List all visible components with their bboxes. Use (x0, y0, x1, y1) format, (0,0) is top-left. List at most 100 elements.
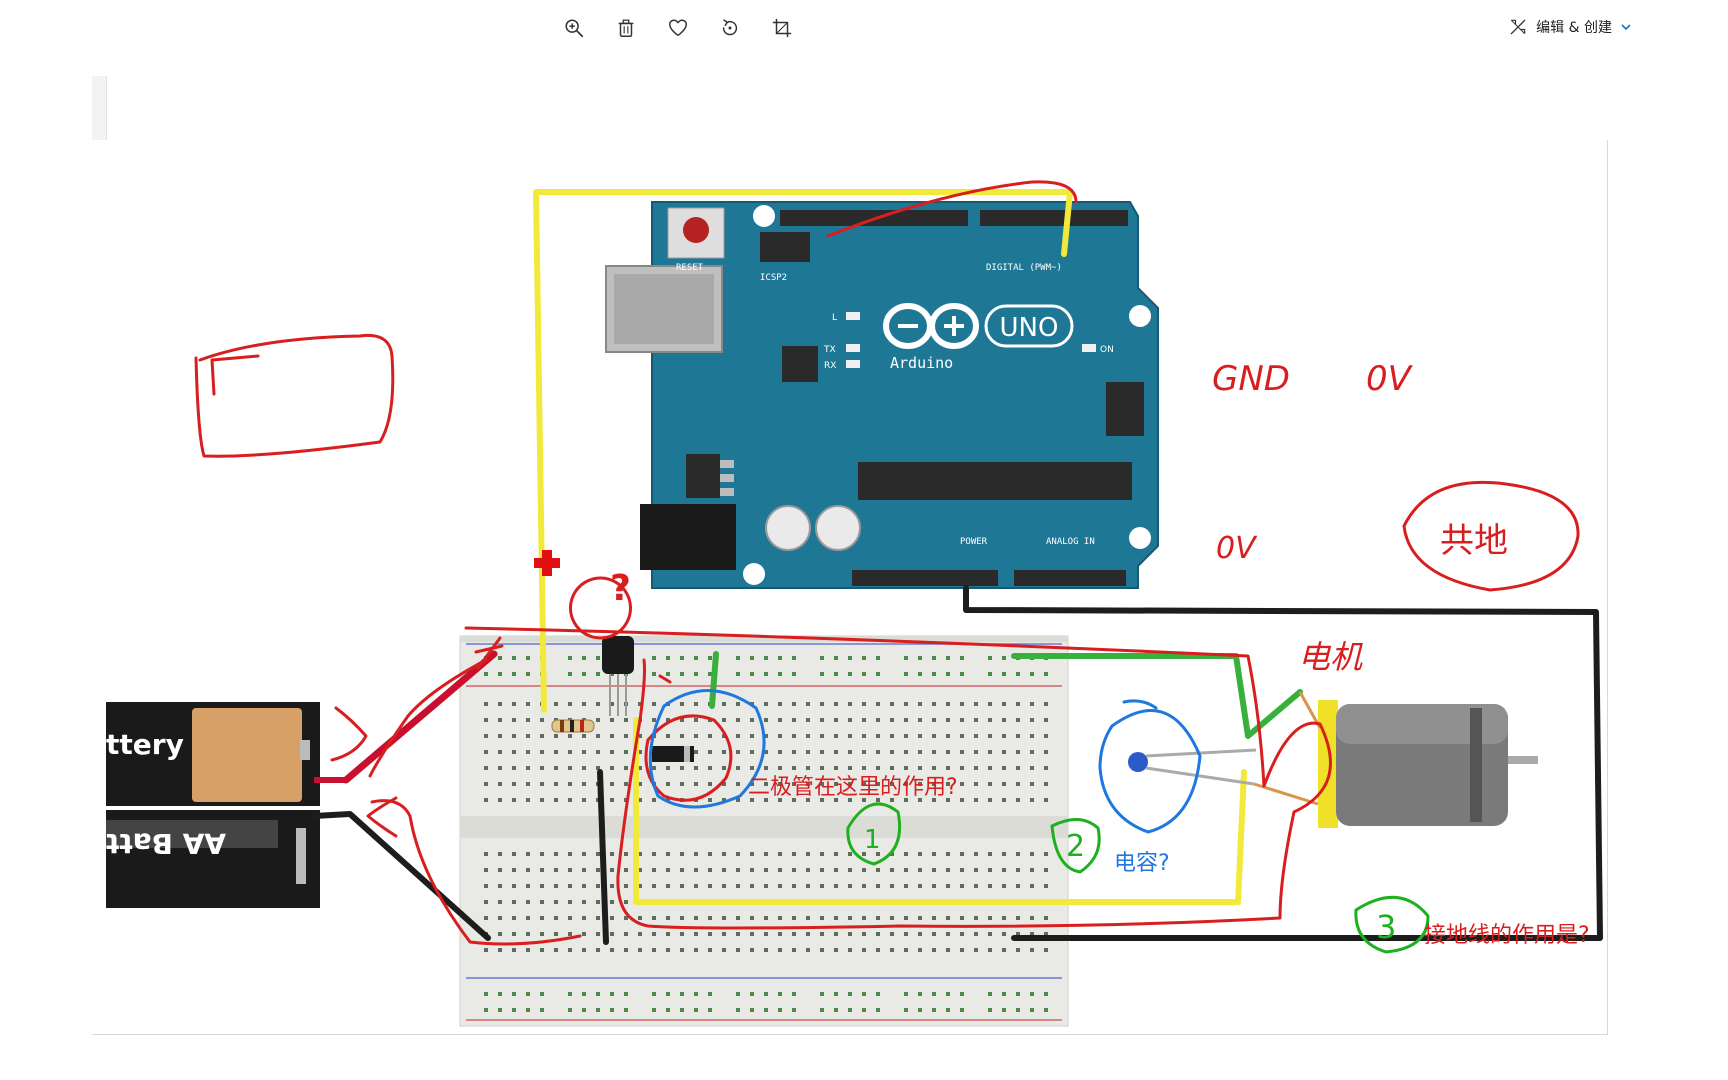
breadboard-hole (764, 782, 768, 786)
photo-border (92, 1034, 1608, 1035)
breadboard-hole (848, 932, 852, 936)
breadboard-hole (568, 766, 572, 770)
breadboard-hole (568, 782, 572, 786)
breadboard-hole (652, 766, 656, 770)
breadboard-hole (526, 766, 530, 770)
breadboard-hole (792, 766, 796, 770)
breadboard-hole (736, 852, 740, 856)
breadboard-hole (932, 1008, 936, 1012)
breadboard-hole (1016, 798, 1020, 802)
breadboard-hole (554, 782, 558, 786)
breadboard-hole (792, 798, 796, 802)
zoom-in-button[interactable] (554, 8, 594, 48)
breadboard-hole (932, 798, 936, 802)
breadboard-hole (680, 932, 684, 936)
breadboard-hole (554, 884, 558, 888)
breadboard-hole (946, 750, 950, 754)
reset-label: RESET (676, 263, 704, 273)
breadboard-hole (1044, 852, 1048, 856)
breadboard-hole (694, 702, 698, 706)
viewer-toolbar: 编辑 & 创建 (0, 0, 1728, 56)
breadboard-hole (820, 992, 824, 996)
breadboard-hole (708, 916, 712, 920)
breadboard-hole (918, 948, 922, 952)
breadboard-hole (624, 852, 628, 856)
breadboard-hole (498, 798, 502, 802)
breadboard-hole (820, 868, 824, 872)
breadboard-hole (512, 868, 516, 872)
breadboard-hole (596, 702, 600, 706)
breadboard-hole (876, 992, 880, 996)
breadboard-hole (764, 734, 768, 738)
breadboard-hole (736, 916, 740, 920)
breadboard-hole (624, 868, 628, 872)
rotate-button[interactable] (710, 8, 750, 48)
breadboard-hole (778, 766, 782, 770)
breadboard-hole (568, 868, 572, 872)
breadboard-hole (666, 766, 670, 770)
breadboard-hole (1044, 1008, 1048, 1012)
breadboard-hole (862, 702, 866, 706)
edit-create-button[interactable]: 编辑 & 创建 (1508, 12, 1632, 42)
breadboard-hole (596, 900, 600, 904)
breadboard-hole (778, 750, 782, 754)
breadboard-hole (652, 884, 656, 888)
breadboard-hole (1030, 884, 1034, 888)
breadboard-hole (764, 672, 768, 676)
breadboard-hole (1016, 868, 1020, 872)
breadboard-hole (904, 656, 908, 660)
breadboard-hole (526, 702, 530, 706)
breadboard-hole (1002, 868, 1006, 872)
breadboard-hole (946, 656, 950, 660)
breadboard-hole (904, 992, 908, 996)
breadboard-hole (582, 656, 586, 660)
favorite-button[interactable] (658, 8, 698, 48)
breadboard-hole (736, 1008, 740, 1012)
breadboard-hole (988, 852, 992, 856)
breadboard-hole (498, 900, 502, 904)
breadboard-hole (736, 734, 740, 738)
breadboard-hole (722, 718, 726, 722)
breadboard-hole (778, 798, 782, 802)
breadboard-hole (624, 782, 628, 786)
breadboard-hole (526, 718, 530, 722)
breadboard-hole (694, 916, 698, 920)
breadboard-hole (918, 782, 922, 786)
breadboard-hole (624, 884, 628, 888)
diode (652, 746, 694, 762)
breadboard-hole (1002, 1008, 1006, 1012)
breadboard-hole (596, 766, 600, 770)
breadboard-hole (540, 868, 544, 872)
breadboard-hole (596, 932, 600, 936)
crop-button[interactable] (762, 8, 802, 48)
breadboard-hole (638, 932, 642, 936)
breadboard-hole (596, 852, 600, 856)
breadboard-hole (582, 782, 586, 786)
breadboard-hole (764, 656, 768, 660)
breadboard-hole (946, 852, 950, 856)
breadboard-hole (946, 672, 950, 676)
breadboard-hole (778, 782, 782, 786)
breadboard-hole (498, 702, 502, 706)
breadboard-hole (918, 992, 922, 996)
breadboard-hole (848, 750, 852, 754)
breadboard-hole (666, 672, 670, 676)
delete-button[interactable] (606, 8, 646, 48)
breadboard-hole (694, 852, 698, 856)
breadboard-hole (610, 1008, 614, 1012)
breadboard-hole (1016, 852, 1020, 856)
breadboard-hole (904, 916, 908, 920)
breadboard-hole (652, 992, 656, 996)
breadboard-hole (638, 766, 642, 770)
breadboard-hole (932, 992, 936, 996)
breadboard-hole (834, 884, 838, 888)
breadboard-hole (764, 702, 768, 706)
breadboard-hole (582, 734, 586, 738)
breadboard-hole (890, 948, 894, 952)
breadboard-hole (610, 916, 614, 920)
breadboard-hole (876, 782, 880, 786)
breadboard-hole (890, 718, 894, 722)
breadboard-hole (778, 718, 782, 722)
breadboard-hole (582, 766, 586, 770)
breadboard-hole (848, 992, 852, 996)
